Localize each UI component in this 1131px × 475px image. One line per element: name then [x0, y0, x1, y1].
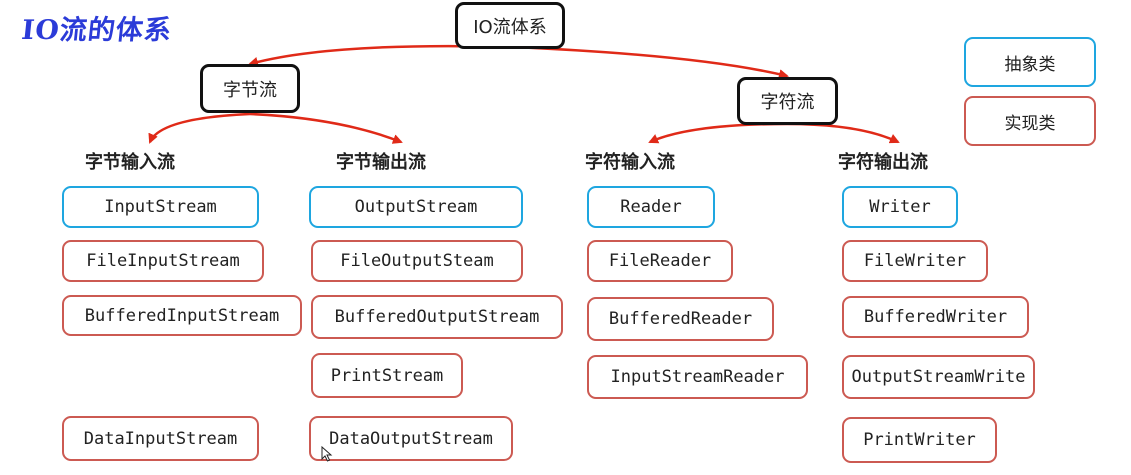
class-input-stream-reader: InputStreamReader	[587, 355, 808, 399]
heading-char-output: 字符输出流	[838, 152, 928, 173]
arrow-char-to-input	[648, 122, 788, 144]
arrow-byte-to-input	[148, 112, 251, 144]
page-title: IO流的体系	[20, 15, 174, 46]
class-writer: Writer	[842, 186, 958, 228]
legend-abstract: 抽象类	[964, 37, 1096, 87]
arrow-char-to-output	[786, 122, 900, 144]
char-stream-node: 字符流	[737, 77, 838, 125]
heading-byte-input: 字节输入流	[85, 152, 175, 173]
class-print-writer: PrintWriter	[842, 417, 997, 463]
class-print-stream: PrintStream	[311, 353, 463, 398]
class-input-stream: InputStream	[62, 186, 259, 228]
root-node: IO流体系	[455, 2, 565, 49]
class-reader: Reader	[587, 186, 715, 228]
mouse-cursor-icon	[321, 446, 333, 462]
class-data-output-stream: DataOutputStream	[309, 416, 513, 461]
class-file-writer: FileWriter	[842, 240, 988, 282]
class-data-input-stream: DataInputStream	[62, 416, 259, 461]
legend-concrete: 实现类	[964, 96, 1096, 146]
class-file-output-steam: FileOutputSteam	[311, 240, 523, 282]
arrow-byte-to-output	[249, 112, 403, 144]
class-buffered-output-stream: BufferedOutputStream	[311, 295, 563, 339]
heading-byte-output: 字节输出流	[336, 152, 426, 173]
class-file-reader: FileReader	[587, 240, 733, 282]
class-output-stream-write: OutputStreamWrite	[842, 355, 1035, 399]
arrow-root-to-char	[511, 45, 789, 79]
class-buffered-reader: BufferedReader	[587, 297, 774, 341]
class-output-stream: OutputStream	[309, 186, 523, 228]
class-buffered-writer: BufferedWriter	[842, 296, 1029, 338]
class-file-input-stream: FileInputStream	[62, 240, 264, 282]
heading-char-input: 字符输入流	[585, 152, 675, 173]
byte-stream-node: 字节流	[200, 64, 300, 113]
class-buffered-input-stream: BufferedInputStream	[62, 295, 302, 336]
